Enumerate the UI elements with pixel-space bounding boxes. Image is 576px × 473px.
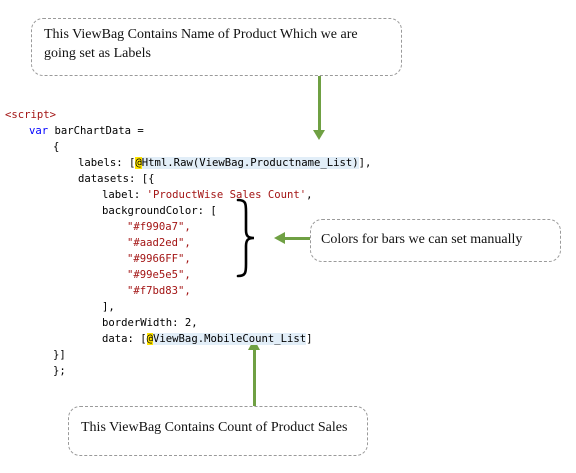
arrow-up-shaft xyxy=(253,349,256,406)
code-line: var barChartData = xyxy=(29,123,144,139)
code-line: "#f990a7", xyxy=(127,219,191,235)
code-line: datasets: [{ xyxy=(78,171,155,187)
labels-callout: This ViewBag Contains Name of Product Wh… xyxy=(31,18,402,76)
code-line: "#99e5e5", xyxy=(127,267,191,283)
labels-expression: Html.Raw(ViewBag.Productname_List) xyxy=(141,157,359,169)
code-line: ], xyxy=(102,299,115,315)
data-close: ] xyxy=(306,333,313,345)
arrow-down-shaft xyxy=(318,76,321,132)
data-expression: ViewBag.MobileCount_List xyxy=(153,333,307,345)
code-line: backgroundColor: [ xyxy=(102,203,217,219)
arrow-left-icon xyxy=(274,232,285,244)
open-brace: { xyxy=(53,141,60,153)
razor-at: @ xyxy=(146,333,154,345)
code-line: }; xyxy=(53,363,66,379)
label-value: 'ProductWise Sales Count' xyxy=(146,189,307,201)
code-line: borderWidth: 2, xyxy=(102,315,198,331)
label-key: label: xyxy=(102,189,147,201)
close-bracket: }] xyxy=(53,349,66,361)
color-value: "#f7bd83", xyxy=(127,285,191,297)
color-value: "#9966FF", xyxy=(127,253,191,265)
code-line: }] xyxy=(53,347,66,363)
code-line: data: [@ViewBag.MobileCount_List] xyxy=(102,331,313,347)
labels-key: labels: [ xyxy=(78,157,136,169)
code-line: "#9966FF", xyxy=(127,251,191,267)
code-line: <script> xyxy=(5,107,56,123)
script-tag: <script> xyxy=(5,109,57,121)
colors-callout: Colors for bars we can set manually xyxy=(310,219,561,262)
label-comma: , xyxy=(306,189,313,201)
background-color-key: backgroundColor: [ xyxy=(102,205,217,217)
labels-close: ], xyxy=(358,157,372,169)
color-value: "#f990a7", xyxy=(127,221,191,233)
arrow-left-shaft xyxy=(285,237,310,240)
code-line: "#aad2ed", xyxy=(127,235,191,251)
colors-callout-text: Colors for bars we can set manually xyxy=(321,232,523,247)
curly-brace-icon xyxy=(236,198,255,278)
datasets-key: datasets: [{ xyxy=(78,173,155,185)
arrow-down-icon xyxy=(313,130,325,140)
background-color-close: ], xyxy=(102,301,115,313)
labels-callout-line2: going set as Labels xyxy=(44,46,151,61)
code-line: labels: [@Html.Raw(ViewBag.Productname_L… xyxy=(78,155,371,171)
border-width: borderWidth: 2, xyxy=(102,317,198,329)
color-value: "#99e5e5", xyxy=(127,269,191,281)
code-line: label: 'ProductWise Sales Count', xyxy=(102,187,313,203)
labels-callout-line1: This ViewBag Contains Name of Product Wh… xyxy=(44,27,358,42)
razor-at: @ xyxy=(135,157,142,169)
code-line: "#f7bd83", xyxy=(127,283,191,299)
close-brace: }; xyxy=(53,365,66,377)
color-value: "#aad2ed", xyxy=(127,237,191,249)
var-keyword: var xyxy=(29,125,49,137)
var-declaration: barChartData = xyxy=(48,125,144,137)
data-callout: This ViewBag Contains Count of Product S… xyxy=(68,406,368,456)
code-line: { xyxy=(53,139,59,155)
data-callout-text: This ViewBag Contains Count of Product S… xyxy=(81,420,348,435)
data-key: data: [ xyxy=(102,333,147,345)
